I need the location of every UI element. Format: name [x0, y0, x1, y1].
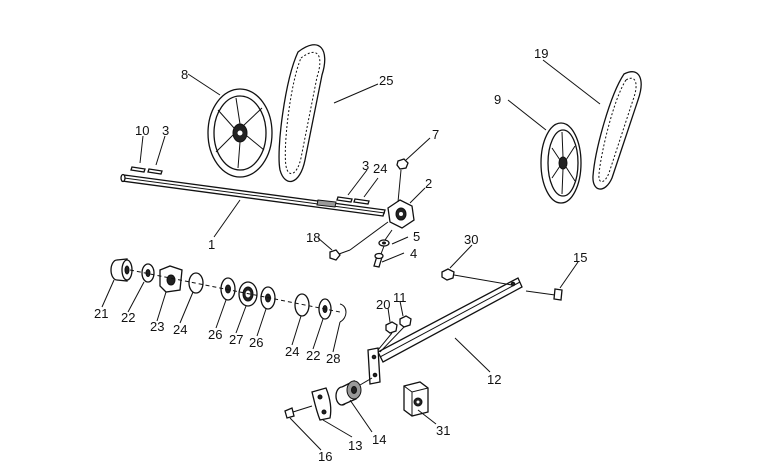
bracket-13: [311, 387, 332, 421]
belt-short: [592, 71, 642, 190]
callout-24-b: 24: [285, 344, 299, 359]
pulley-large: [207, 88, 273, 178]
key-pins-right: [336, 196, 370, 205]
nut-20: [385, 321, 398, 334]
callout-15: 15: [573, 250, 587, 265]
block-31: [403, 381, 429, 417]
callout-16: 16: [318, 449, 332, 464]
bolt-17: [329, 221, 389, 261]
callout-3-right: 3: [362, 158, 369, 173]
pulley-small: [540, 122, 582, 204]
callout-9: 9: [494, 92, 501, 107]
callout-labels: 8 25 10 3 1 3 24 7 2 5 4 18 19 9 30 15 2…: [94, 46, 587, 464]
roller-14: [335, 377, 373, 406]
callout-14: 14: [372, 432, 386, 447]
nut-11: [399, 315, 412, 328]
leader-lines: [101, 59, 601, 451]
callout-27: 27: [229, 332, 243, 347]
callout-23: 23: [150, 319, 164, 334]
bolt-15: [525, 288, 563, 301]
callout-20: 20: [376, 297, 390, 312]
callout-2: 2: [425, 176, 432, 191]
callout-28: 28: [326, 351, 340, 366]
callout-31: 31: [436, 423, 450, 438]
callout-13: 13: [348, 438, 362, 453]
callout-8: 8: [181, 67, 188, 82]
bolt-16: [284, 405, 313, 419]
callout-3: 3: [162, 123, 169, 138]
callout-26-b: 26: [249, 335, 263, 350]
callout-5: 5: [413, 229, 420, 244]
key-pins-left: [130, 166, 163, 175]
callout-24: 24: [173, 322, 187, 337]
belt-long: [278, 44, 326, 182]
bearing-stack: [110, 258, 347, 323]
nut-30: [441, 268, 513, 286]
callout-21: 21: [94, 306, 108, 321]
main-shaft: [120, 173, 386, 217]
callout-19: 25: [379, 73, 393, 88]
callout-10: 10: [135, 123, 149, 138]
callout-25: 24: [373, 161, 387, 176]
arm-12: [367, 277, 523, 385]
callout-22: 22: [121, 310, 135, 325]
callout-4: 4: [410, 246, 417, 261]
callout-1: 1: [208, 237, 215, 252]
callout-30: 30: [464, 232, 478, 247]
callout-22-b: 22: [306, 348, 320, 363]
callout-11: 11: [393, 290, 407, 305]
callout-17: 18: [306, 230, 320, 245]
callout-18: 19: [534, 46, 548, 61]
callout-12: 12: [487, 372, 501, 387]
bolt-4: [373, 252, 384, 268]
washer-5: [378, 239, 390, 247]
bearing-bracket: [387, 199, 415, 229]
callout-26: 26: [208, 327, 222, 342]
callout-7: 7: [432, 127, 439, 142]
nut-7: [396, 158, 409, 203]
